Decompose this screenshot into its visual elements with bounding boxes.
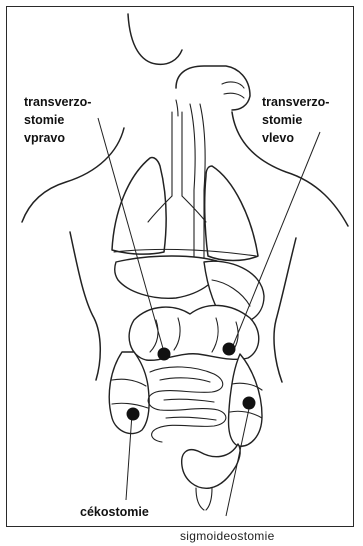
head-outline (128, 14, 182, 64)
face-profile (176, 66, 250, 110)
stoma-dot-transverzostomie-right (158, 348, 171, 361)
label-line: stomie (24, 113, 64, 127)
label-line: transverzo- (262, 95, 329, 109)
left-lung (112, 157, 166, 254)
bronchi (148, 196, 206, 222)
stoma-dot-transverzostomie-left (223, 343, 236, 356)
label-cekostomie: cékostomie (80, 505, 149, 519)
ascending-colon (109, 352, 149, 434)
small-intestine (148, 367, 226, 442)
neck-right (232, 112, 348, 226)
label-line: transverzo- (24, 95, 91, 109)
body-left-side (70, 232, 100, 380)
label-line: stomie (262, 113, 302, 127)
right-lung (205, 166, 258, 261)
transverse-colon (129, 305, 259, 360)
label-transverzostomie-right: transverzo- stomie vpravo (24, 95, 95, 145)
mouth-detail (222, 82, 244, 98)
pointer-transverzostomie-left (232, 132, 320, 348)
sigmoid-colon (182, 444, 240, 488)
label-line: vlevo (262, 131, 294, 145)
trachea (172, 100, 182, 196)
stoma-dot-cekostomie (127, 408, 140, 421)
body-right-side (274, 238, 296, 382)
pointer-transverzostomie-right (98, 118, 164, 352)
label-transverzostomie-left: transverzo- stomie vlevo (262, 95, 333, 145)
label-line: vpravo (24, 131, 65, 145)
esophagus (190, 104, 205, 258)
rectum (196, 488, 212, 510)
stoma-dot-sigmoideostomie (243, 397, 256, 410)
label-sigmoideostomie: sigmoideostomie (180, 529, 275, 543)
